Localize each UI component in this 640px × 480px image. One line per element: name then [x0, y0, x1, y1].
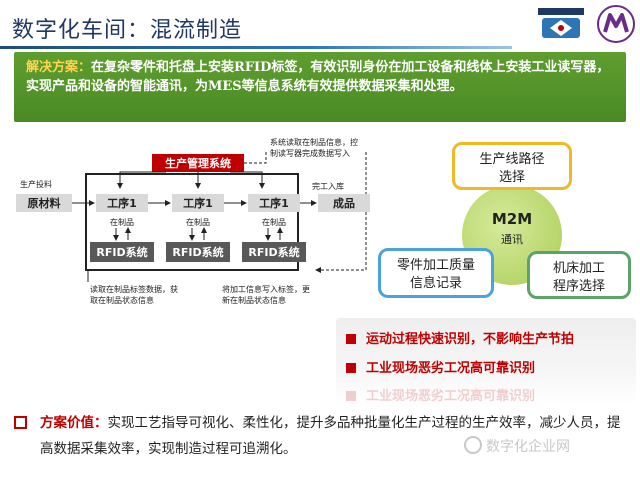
wip-label-1: 在制品 — [110, 217, 134, 227]
read-note-line1: 读取在制品标签数据，获 — [90, 284, 178, 294]
title-underline — [0, 46, 512, 49]
mes-link-right — [315, 152, 367, 273]
checkbox-icon — [346, 391, 356, 401]
input-note: 生产投料 — [20, 179, 52, 189]
program-line2: 程序选择 — [552, 279, 605, 294]
mes-arrow-3 — [230, 171, 265, 189]
program-selection-box: 机床加工 程序选择 — [527, 251, 631, 299]
mes-note-line2: 制读写器完成数据写入 — [270, 148, 350, 158]
product-box — [318, 194, 370, 212]
program-line1: 机床加工 — [552, 261, 605, 276]
university-logo — [532, 4, 590, 44]
highlight-item: 工业现场恶劣工况高可靠识别 — [346, 357, 535, 376]
m2m-subtitle: 通讯 — [501, 233, 523, 246]
solution-text: 在复杂零件和托盘上安装RFID标签，有效识别身份在加工设备和线体上安装工业读写器… — [26, 60, 610, 94]
write-note-line2: 新在制品状态信息 — [222, 295, 286, 305]
wip-label-2: 在制品 — [186, 217, 210, 227]
watermark: 数字化企业网 — [486, 439, 570, 455]
value-statement: 方案价值：实现工艺指导可视化、柔性化，提升多品种批量化生产过程的生产效率，减少人… — [40, 410, 626, 462]
process-2: 工序1 — [172, 194, 224, 212]
value-text: 实现工艺指导可视化、柔性化，提升多品种批量化生产过程的生产效率，减少人员，提高数… — [40, 415, 621, 457]
rfid-label-1: RFID系统 — [96, 245, 147, 259]
process-3: 工序1 — [248, 194, 300, 212]
rfid-link-arrows — [113, 227, 283, 241]
value-label: 方案价值： — [40, 415, 108, 431]
checkbox-icon — [14, 416, 27, 429]
quality-record-box: 零件加工质量 信息记录 — [378, 248, 494, 298]
mes-note-line1: 系统读取在制品信息，控 — [270, 137, 358, 147]
raw-material-label: 原材料 — [28, 196, 61, 210]
product-label: 成品 — [333, 196, 355, 210]
checkbox-icon — [346, 334, 356, 344]
process-label-2: 工序1 — [183, 196, 213, 210]
process-1: 工序1 — [96, 194, 148, 212]
write-note-line1: 将加工信息写入标签，更 — [222, 284, 310, 294]
institute-logo — [597, 5, 635, 43]
rfid-box-3 — [242, 242, 306, 262]
mes-arrow-1 — [117, 171, 166, 189]
route-line1: 生产线路径 — [479, 152, 545, 167]
process-label-1: 工序1 — [107, 196, 137, 210]
mes-box[interactable] — [152, 154, 244, 172]
mes-box-label: 生产管理系统 — [165, 156, 231, 170]
highlight-item-reflection: 工业现场恶劣工况高可靠识别 — [346, 385, 535, 404]
checkbox-icon — [346, 363, 356, 373]
process-label-3: 工序1 — [259, 196, 289, 210]
m2m-title: M2M — [491, 210, 533, 228]
raw-material-box — [16, 194, 72, 212]
solution-banner: 解决方案：在复杂零件和托盘上安装RFID标签，有效识别身份在加工设备和线体上安装… — [14, 52, 626, 122]
mes-link-top — [244, 152, 267, 164]
quality-line1: 零件加工质量 — [396, 258, 475, 273]
highlights-panel — [336, 318, 636, 406]
solution-label: 解决方案： — [26, 60, 92, 75]
rfid-label-2: RFID系统 — [172, 245, 223, 259]
rfid-label-3: RFID系统 — [248, 245, 299, 259]
rfid-box-2 — [166, 242, 230, 262]
highlight-item: 运动过程快速识别，不影响生产节拍 — [346, 328, 574, 347]
process-flow-diagram: 系统读取在制品信息，控 制读写器完成数据写入 生产管理系统 生产投料 完工入库 … — [16, 137, 370, 305]
page-title: 数字化车间：混流制造 — [12, 18, 243, 43]
quality-line2: 信息记录 — [409, 276, 462, 291]
read-note-line2: 取在制品状态信息 — [90, 295, 154, 305]
wechat-icon — [464, 436, 482, 454]
route-line2: 选择 — [498, 170, 525, 185]
rfid-box-1 — [90, 242, 154, 262]
wip-label-3: 在制品 — [262, 217, 286, 227]
output-note: 完工入库 — [312, 181, 344, 191]
route-selection-box: 生产线路径 选择 — [452, 142, 572, 190]
workshop-frame — [85, 173, 299, 271]
